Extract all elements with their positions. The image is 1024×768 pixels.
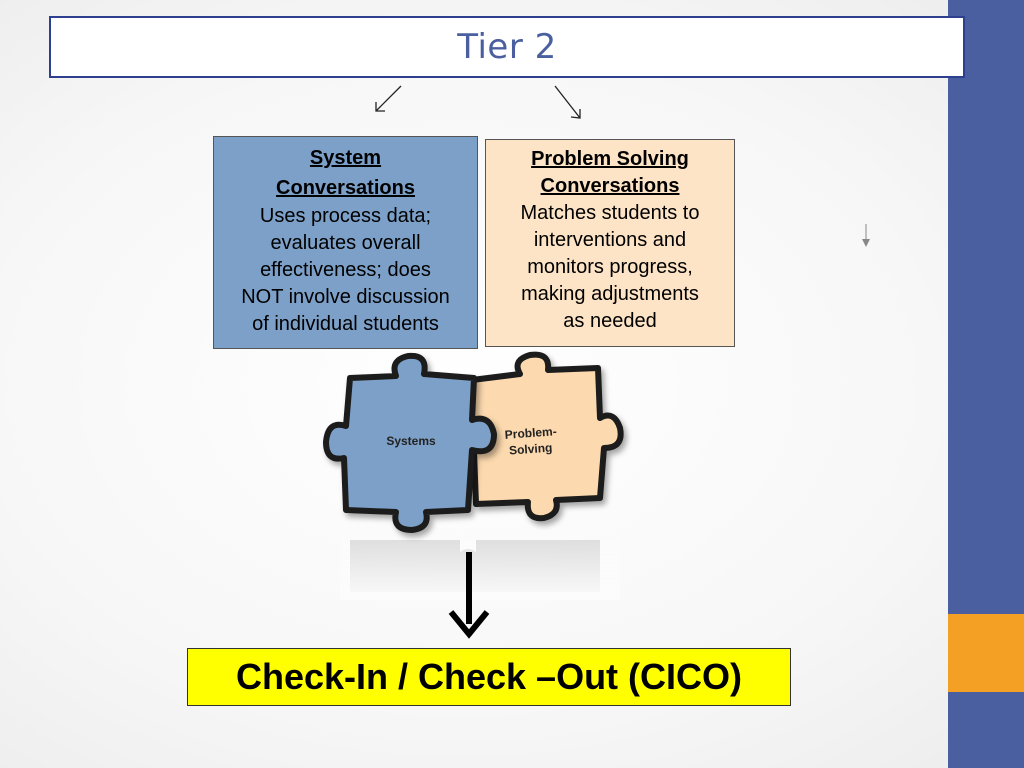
puzzle-label-systems: Systems	[386, 434, 436, 448]
system-body-line: of individual students	[252, 313, 439, 335]
puzzle-label-problem-line2: Solving	[509, 441, 553, 458]
title-box: Tier 2	[49, 16, 965, 78]
problem-body-line: Matches students to	[520, 202, 700, 224]
problem-heading-line2: Conversations	[540, 175, 680, 197]
arrow-down-bold-icon	[448, 552, 490, 639]
system-body-line: evaluates overall	[270, 232, 421, 254]
puzzle-label-problem-line1: Problem-	[504, 424, 557, 442]
system-body-line: effectiveness; does	[260, 259, 431, 281]
system-body-line: Uses process data;	[259, 205, 432, 227]
arrow-right-icon	[554, 85, 581, 119]
cico-label: Check-In / Check –Out (CICO)	[235, 656, 743, 697]
sidebar-accent	[948, 614, 1024, 692]
system-heading-line2: Conversations	[276, 177, 415, 199]
problem-body-line: making adjustments	[521, 283, 699, 305]
slide-title: Tier 2	[457, 27, 557, 67]
puzzle-reflection	[340, 540, 620, 600]
system-heading-line1: System	[309, 147, 382, 169]
problem-solving-box: Problem Solving Conversations Matches st…	[485, 139, 735, 347]
problem-body-line: interventions and	[533, 229, 687, 251]
cico-box: Check-In / Check –Out (CICO)	[187, 648, 791, 706]
puzzle-piece-systems	[323, 352, 497, 533]
arrow-left-icon	[375, 85, 402, 112]
system-body-line: NOT involve discussion	[241, 286, 450, 308]
problem-heading-line1: Problem Solving	[531, 148, 689, 170]
system-conversations-box: System Conversations Uses process data; …	[213, 136, 478, 349]
arrow-down-small-icon	[862, 224, 870, 247]
problem-body-line: monitors progress,	[527, 256, 693, 278]
problem-body-line: as needed	[563, 310, 657, 332]
